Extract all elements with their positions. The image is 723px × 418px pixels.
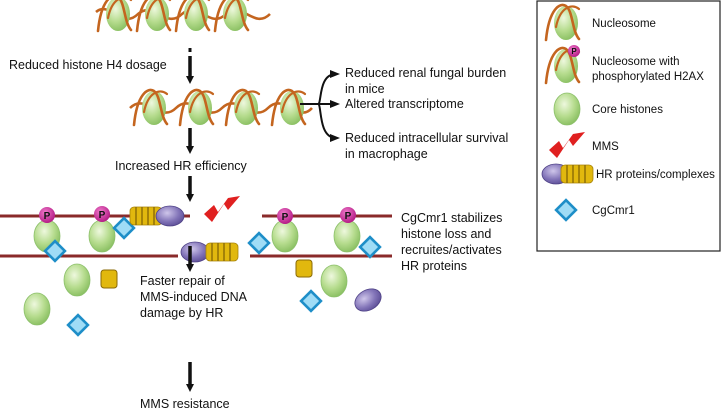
cgcmr1-diamond-icon (358, 235, 382, 259)
core-histone-icon (23, 292, 51, 326)
increased-hr-label: Increased HR efficiency (115, 159, 248, 173)
mms-resistance-label: MMS resistance (140, 397, 230, 411)
svg-text:P: P (345, 211, 352, 222)
legend-label: Core histones (592, 104, 663, 116)
phospho-nucleosome-icon: P (544, 45, 581, 85)
nucleosome-fibre-reduced (129, 88, 313, 127)
svg-text:P: P (44, 211, 51, 222)
cgcmr1-note: CgCmr1 stabilizes histone loss and recru… (401, 211, 506, 273)
phospho-marker (277, 208, 293, 224)
nucleosome-icon (213, 0, 250, 33)
lightning-bolt-icon (549, 132, 585, 158)
nucleosome-icon (178, 88, 215, 127)
core-histone-icon (553, 92, 581, 126)
right-damage-site: P P (180, 207, 386, 317)
nucleosome-icon (135, 0, 172, 33)
nucleosome-icon (270, 88, 307, 127)
left-damage-site: P P (23, 205, 185, 337)
nucleosome-fibre-top (95, 0, 271, 33)
legend-label: CgCmr1 (592, 205, 635, 217)
core-histone-icon (63, 263, 91, 297)
cgcmr1-diamond-icon (66, 313, 90, 337)
svg-text:P: P (571, 47, 577, 56)
lightning-bolt-icon (204, 196, 240, 222)
core-histone-icon (333, 219, 361, 253)
phospho-marker (340, 207, 356, 223)
legend-label: Nucleosome with phosphorylated H2AX (592, 56, 704, 83)
hr-protein-icon (350, 283, 386, 317)
phospho-marker (39, 207, 55, 223)
cgcmr1-diamond-icon (247, 231, 271, 255)
reduced-h4-label: Reduced histone H4 dosage (9, 58, 167, 72)
phospho-marker (94, 206, 110, 222)
nucleosome-icon (224, 88, 261, 127)
core-histone-icon (320, 264, 348, 298)
core-histone-icon (271, 219, 299, 253)
hr-protein-icon (541, 163, 594, 185)
outcome-macrophage-survival: Reduced intracellular survival in macrop… (345, 131, 512, 161)
outcome-list: Reduced renal fungal burden in mice Alte… (345, 66, 512, 161)
svg-text:P: P (99, 210, 106, 221)
svg-text:P: P (282, 212, 289, 223)
hr-ring-icon (205, 242, 239, 262)
faster-repair-label: Faster repair of MMS-induced DNA damage … (140, 274, 250, 320)
nucleosome-icon (132, 88, 169, 127)
cgcmr1-diamond-icon (299, 289, 323, 313)
legend-label: MMS (592, 141, 619, 153)
hr-ring-fragment (295, 259, 313, 278)
legend-label: HR proteins/complexes (596, 169, 715, 181)
core-histone-icon (88, 219, 116, 253)
hr-protein-icon (155, 205, 185, 227)
legend-label: Nucleosome (592, 18, 656, 30)
outcome-renal-burden: Reduced renal fungal burden in mice (345, 66, 510, 96)
nucleosome-icon (96, 0, 133, 33)
hr-ring-fragment (100, 269, 118, 289)
hr-protein-icon (180, 241, 210, 263)
legend-box: Nucleosome P Nucleosome with phosphoryla… (536, 0, 721, 252)
outcome-transcriptome: Altered transcriptome (345, 97, 464, 111)
